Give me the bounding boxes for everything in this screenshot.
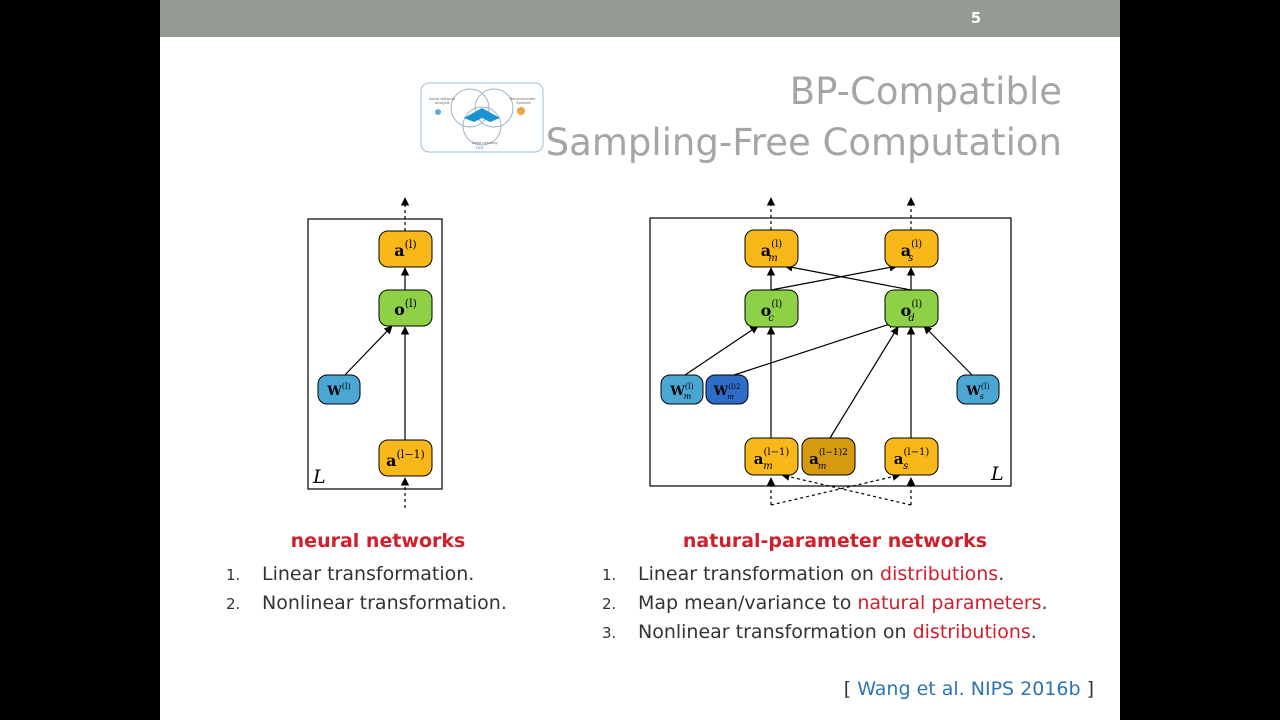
arrow-oc-to-as	[770, 263, 898, 291]
list-item: 2.Map mean/variance to natural parameter…	[602, 592, 1048, 614]
svg-text:a(l−1): a(l−1)	[386, 448, 425, 470]
logo-left-label-1: Social Network	[429, 97, 456, 101]
list-item: 1.Linear transformation on distributions…	[602, 563, 1005, 585]
logo-left-label-2: Analysis	[435, 101, 450, 105]
network-diagrams: L a(l) o(l) W(l) a(l−1)	[307, 197, 1012, 508]
list-item: 3.Nonlinear transformation on distributi…	[602, 621, 1037, 643]
right-diagram: L a(l)m	[649, 197, 1012, 506]
logo-bottom-label: Deep Learning	[472, 141, 498, 145]
node-a-l-minus-1: a(l−1)	[378, 439, 433, 477]
right-caption: natural-parameter networks	[682, 530, 988, 552]
logo-circle-bottom	[462, 106, 502, 146]
node-a-s-l-minus-1: a(l−1)s	[884, 437, 939, 476]
left-plate	[307, 218, 443, 490]
svg-text:W(l)2m: W(l)2m	[713, 383, 741, 401]
right-plate-label: L	[990, 463, 1004, 485]
slide: 5 BP-Compatible Sampling-Free Computatio…	[160, 0, 1120, 720]
logo-intersection	[464, 108, 500, 122]
node-o-l: o(l)	[378, 289, 433, 327]
citation: [ Wang et al. NIPS 2016b ]	[843, 678, 1094, 700]
node-w-l: W(l)	[317, 374, 361, 405]
right-plate	[649, 217, 1012, 487]
top-bar: 5	[160, 0, 1120, 37]
right-steps-list: 1.Linear transformation on distributions…	[602, 560, 1048, 647]
svg-text:a(l−1)2m: a(l−1)2m	[809, 447, 848, 472]
left-caption: neural networks	[290, 530, 466, 552]
arrow-ws-to-od	[923, 325, 975, 378]
svg-text:a(l)m: a(l)m	[761, 239, 782, 264]
logo-network-icon	[435, 109, 441, 115]
input-arrow-cross-1	[770, 472, 901, 506]
svg-text:a(l)s: a(l)s	[901, 239, 922, 264]
logo-bottom-caption: ꜰɢʜ	[476, 145, 483, 150]
svg-text:a(l−1)s: a(l−1)s	[894, 447, 930, 472]
logo-right-label-1: Recommender	[510, 97, 536, 101]
svg-text:o(l): o(l)	[394, 297, 417, 319]
svg-text:W(l)m: W(l)m	[669, 382, 693, 401]
svg-text:o(l)d: o(l)d	[901, 299, 923, 324]
left-diagram: L a(l) o(l) W(l) a(l−1)	[307, 197, 443, 508]
logo-recommender-icon	[517, 107, 525, 115]
node-w-m-l: W(l)m	[660, 374, 704, 405]
node-a-m-l-minus-1: a(l−1)m	[744, 437, 799, 476]
node-o-c-l: o(l)c	[744, 289, 799, 328]
venn-logo: Social Network Analysis Recommender Syst…	[420, 82, 544, 153]
svg-text:o(l)c: o(l)c	[761, 299, 783, 324]
svg-text:a(l): a(l)	[394, 238, 416, 260]
arrow-od-to-am	[784, 263, 912, 291]
slide-title-line-1: BP-Compatible	[789, 70, 1062, 113]
input-arrow-cross-2	[781, 472, 912, 506]
node-a-l: a(l)	[378, 230, 433, 268]
left-plate-label: L	[312, 466, 326, 488]
list-item: 2.Nonlinear transformation.	[226, 592, 507, 614]
slide-title: BP-Compatible Sampling-Free Computation	[546, 66, 1062, 168]
slide-title-line-2: Sampling-Free Computation	[545, 121, 1062, 164]
node-o-d-l: o(l)d	[884, 289, 939, 328]
arrow-amprev2-to-od	[829, 326, 899, 439]
citation-link[interactable]: Wang et al. NIPS 2016b	[857, 678, 1081, 700]
logo-right-label-2: Systems	[516, 101, 531, 105]
svg-text:W(l): W(l)	[326, 382, 350, 399]
page-number: 5	[970, 9, 982, 27]
svg-text:W(l)s: W(l)s	[965, 382, 989, 401]
svg-text:a(l−1)m: a(l−1)m	[754, 447, 790, 472]
left-arrow-w-to-o	[342, 325, 393, 378]
node-a-s-l: a(l)s	[884, 229, 939, 268]
arrow-wm-to-oc	[681, 325, 759, 378]
arrow-wm2-to-od	[727, 320, 897, 378]
node-a-m-l: a(l)m	[744, 229, 799, 268]
list-item: 1.Linear transformation.	[226, 563, 475, 585]
node-w-s-l: W(l)s	[956, 374, 1000, 405]
left-steps-list: 1.Linear transformation. 2.Nonlinear tra…	[226, 560, 507, 618]
